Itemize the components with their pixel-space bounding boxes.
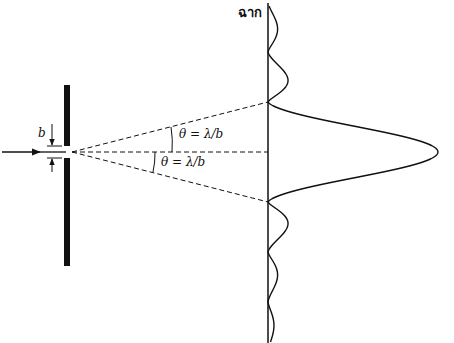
angle-label: θ = λ/b (160, 156, 206, 169)
dimension-arrow (52, 124, 53, 145)
slit-barrier (64, 85, 70, 146)
incident-ray (40, 151, 66, 152)
dimension-arrow (52, 159, 53, 172)
dimension-tick (47, 158, 62, 159)
axis-ray (72, 152, 268, 153)
intensity-curve (268, 6, 438, 342)
dimension-tick (47, 146, 62, 147)
minimum-ray (72, 102, 268, 152)
angle-label: θ = λ/b (178, 128, 224, 141)
incident-ray (2, 151, 40, 152)
angle-arc (171, 127, 172, 152)
slit-width-label: b (37, 127, 47, 140)
slit-barrier (64, 158, 70, 266)
angle-arc (153, 152, 155, 172)
minimum-ray (72, 152, 268, 202)
screen-label: ฉาก (238, 6, 262, 20)
